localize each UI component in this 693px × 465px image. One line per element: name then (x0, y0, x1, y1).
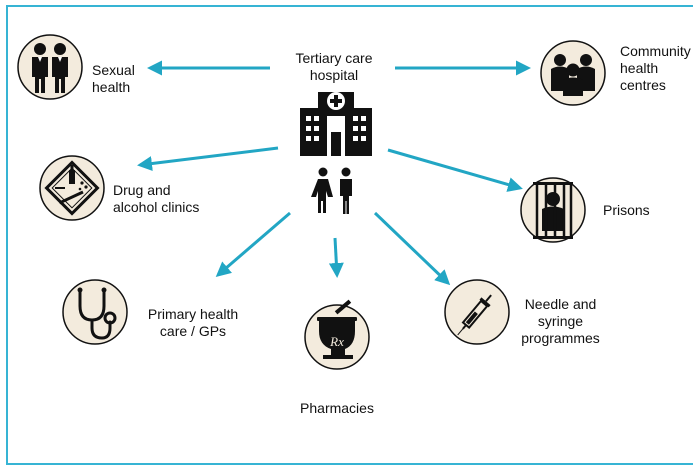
prisoner-bars-icon (520, 177, 586, 243)
node-label-needle-syringe: Needle and syringe programmes (521, 296, 600, 346)
node-label-prisons: Prisons (603, 202, 650, 218)
diagram-canvas: Rx (17, 34, 606, 370)
node-label-community-health: Community health centres (620, 43, 691, 93)
arrow-to-needle-syringe (373, 211, 451, 286)
man-woman-icon (311, 167, 352, 214)
mortar-pestle-rx-icon: Rx (304, 299, 370, 370)
drug-alcohol-sign-icon (39, 155, 105, 221)
arrow-to-drug-alcohol (137, 146, 279, 171)
arrow-to-pharmacies (328, 237, 344, 278)
stethoscope-icon (62, 279, 128, 345)
node-label-primary-health: Primary health care / GPs (147, 306, 239, 339)
arrow-to-primary-health (215, 211, 291, 277)
hub-label: Tertiary care hospital (295, 50, 373, 83)
rx-glyph: Rx (329, 334, 344, 349)
node-label-drug-alcohol: Drug and alcohol clinics (113, 182, 200, 215)
node-label-pharmacies: Pharmacies (300, 400, 374, 416)
node-label-sexual-health: Sexual health (92, 62, 135, 95)
syringe-icon (444, 279, 510, 345)
two-men-icon (17, 34, 83, 100)
arrow-to-prisons (387, 148, 523, 192)
hospital-icon (300, 92, 372, 156)
community-group-icon (540, 40, 606, 106)
